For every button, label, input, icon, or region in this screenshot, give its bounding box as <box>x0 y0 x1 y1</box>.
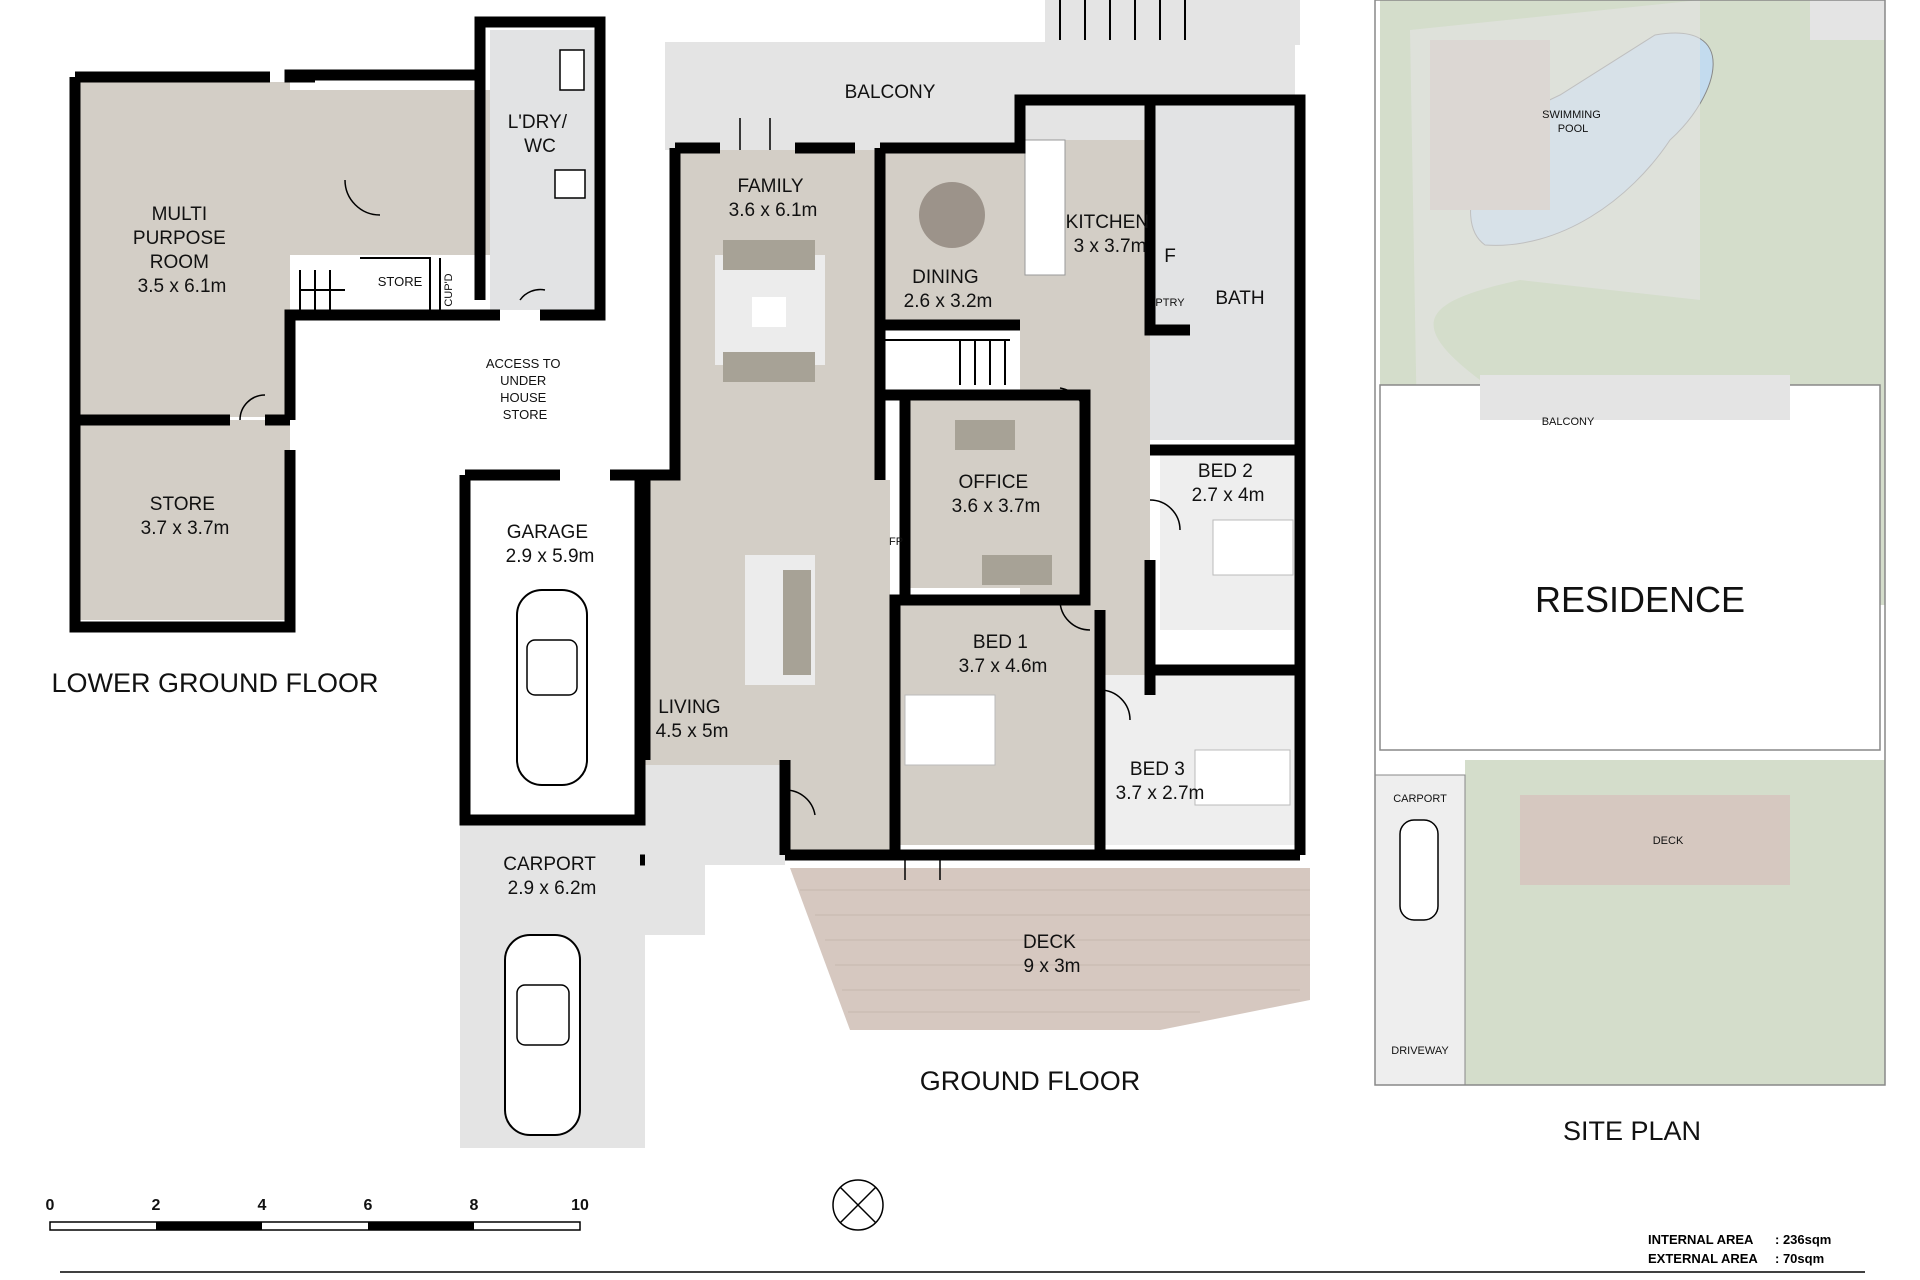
label-garage: GARAGE 2.9 x 5.9m <box>506 522 595 567</box>
balcony-stair-lines <box>1059 0 1186 40</box>
top-stair <box>1045 0 1300 45</box>
kitchen-bench <box>1024 139 1066 276</box>
label-ptry: PTRY <box>1155 297 1185 309</box>
label-site-carport: CARPORT <box>1393 793 1447 805</box>
label-store-small: STORE <box>378 274 423 289</box>
lower-ground-floor <box>69 16 606 633</box>
scale-tick-1: 2 <box>152 1197 161 1214</box>
site-shed <box>1810 0 1885 40</box>
sofa-icon-2 <box>723 352 815 382</box>
label-store-lg: STORE 3.7 x 3.7m <box>141 494 230 539</box>
label-carport: CARPORT 2.9 x 6.2m <box>503 854 601 899</box>
coffee-table <box>752 297 786 327</box>
wc-icon <box>559 49 585 91</box>
bed-icon-2 <box>904 694 996 766</box>
label-ldry: L'DRY/ WC <box>508 112 573 157</box>
label-multi: MULTI PURPOSE ROOM 3.5 x 6.1m <box>133 204 231 297</box>
site-balcony <box>1480 375 1790 420</box>
site-boundary <box>1374 0 1886 1086</box>
label-bed2: BED 2 2.7 x 4m <box>1192 461 1265 506</box>
site-car-icon <box>1399 819 1439 921</box>
ground-floor <box>459 0 1310 1148</box>
label-site-balcony: BALCONY <box>1542 416 1595 428</box>
label-bed1: BED 1 3.7 x 4.6m <box>959 632 1048 677</box>
entry-step <box>645 865 705 935</box>
sofa-icon <box>723 240 815 270</box>
label-site-residence: RESIDENCE <box>1535 579 1745 620</box>
internal-area-label: INTERNAL AREA <box>1648 1232 1754 1247</box>
lg-store-floor <box>80 420 290 620</box>
title-ground: GROUND FLOOR <box>920 1066 1141 1096</box>
area-summary: INTERNAL AREA : 236sqm EXTERNAL AREA : 7… <box>60 1232 1865 1273</box>
label-dining: DINING 2.6 x 3.2m <box>904 267 993 312</box>
lg-hall-floor <box>290 90 490 255</box>
office-sofa-icon <box>982 555 1052 585</box>
label-bath: BATH <box>1215 288 1264 309</box>
label-kitchen: KITCHEN 3 x 3.7m <box>1066 212 1155 257</box>
site-plan <box>1374 0 1886 1086</box>
bed-icon <box>1212 519 1294 576</box>
site-deck <box>1520 795 1790 885</box>
dining-table-icon <box>919 182 985 248</box>
label-deck: DECK 9 x 3m <box>1023 932 1081 977</box>
scale-tick-4: 8 <box>470 1197 479 1214</box>
label-living: LIVING 4.5 x 5m <box>656 697 729 742</box>
deck-boards <box>800 889 1310 1013</box>
label-balcony: BALCONY <box>845 82 936 103</box>
sink-icon <box>554 169 586 199</box>
label-fp: FP <box>889 536 903 548</box>
label-site-driveway: DRIVEWAY <box>1391 1045 1449 1057</box>
residence-footprint <box>1379 384 1881 751</box>
room-labels: MULTI PURPOSE ROOM 3.5 x 6.1m STORE 3.7 … <box>133 82 1745 1057</box>
label-cupd: CUP'D <box>443 273 455 306</box>
gf-stairs <box>880 339 1010 385</box>
scale-tick-5: 10 <box>571 1197 589 1214</box>
multi-purpose-room-floor <box>80 82 290 417</box>
car-icon-2 <box>504 934 581 1136</box>
label-site-deck: DECK <box>1653 835 1684 847</box>
label-bed3: BED 3 3.7 x 2.7m <box>1116 759 1205 804</box>
scale-bar: 0 2 4 6 8 10 <box>46 1197 589 1231</box>
floor-titles: LOWER GROUND FLOOR GROUND FLOOR SITE PLA… <box>51 668 1701 1146</box>
bed-icon-3 <box>1194 749 1291 806</box>
bath-floor <box>1150 105 1295 440</box>
label-site-pool: SWIMMING POOL <box>1542 109 1604 135</box>
label-access: ACCESS TO UNDER HOUSE STORE <box>486 356 564 422</box>
entry-floor <box>645 765 785 865</box>
external-area-value: : 70sqm <box>1775 1251 1824 1266</box>
label-office: OFFICE 3.6 x 3.7m <box>952 472 1041 517</box>
label-fridge: F <box>1164 246 1176 267</box>
desk-icon <box>955 420 1015 450</box>
lg-stairs <box>299 270 345 312</box>
external-area-label: EXTERNAL AREA <box>1648 1251 1758 1266</box>
scale-tick-0: 0 <box>46 1197 55 1214</box>
scale-tick-3: 6 <box>364 1197 373 1214</box>
internal-area-value: : 236sqm <box>1775 1232 1831 1247</box>
living-sofa-icon <box>783 570 811 675</box>
title-site: SITE PLAN <box>1563 1116 1701 1146</box>
gf-doors <box>739 118 1181 880</box>
label-family: FAMILY 3.6 x 6.1m <box>729 176 818 221</box>
gf-walls <box>459 94 1306 866</box>
car-icon <box>516 589 588 786</box>
scale-tick-2: 4 <box>258 1197 267 1214</box>
title-lower-ground: LOWER GROUND FLOOR <box>51 668 378 698</box>
compass-icon <box>832 1179 884 1231</box>
